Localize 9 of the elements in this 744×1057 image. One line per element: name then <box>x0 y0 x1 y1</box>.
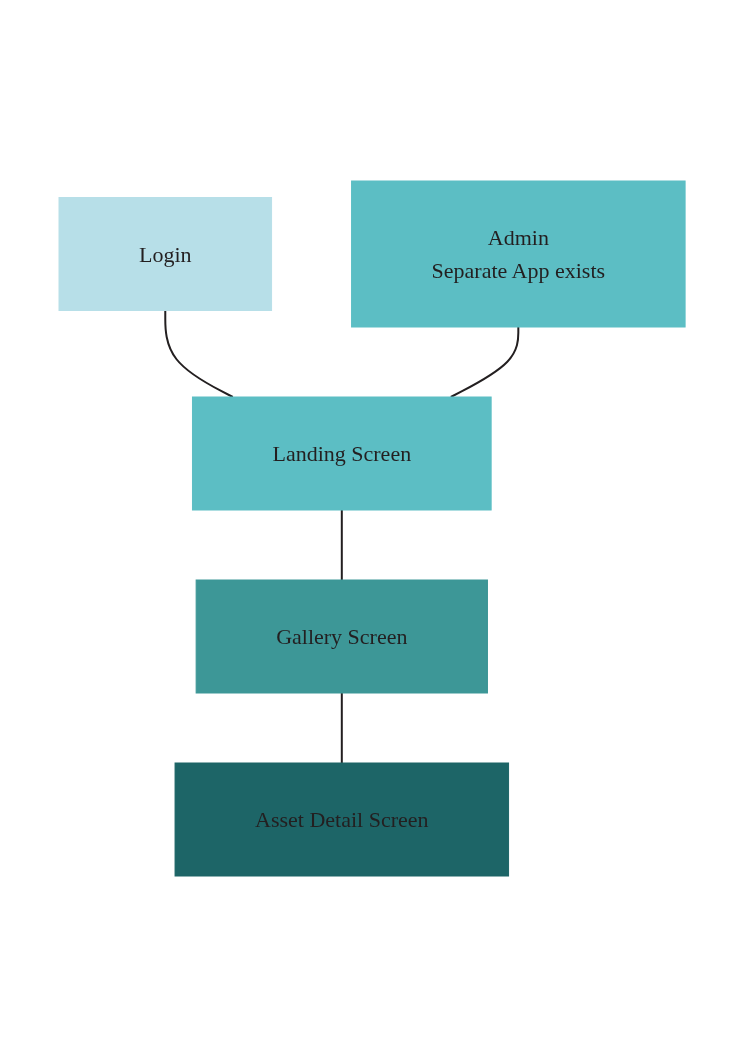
node-box: Admin Separate App exists <box>351 180 686 328</box>
node-box: Gallery Screen <box>195 579 488 694</box>
connector <box>340 692 343 764</box>
node-box: Asset Detail Screen <box>174 762 509 877</box>
node-box: Landing Screen <box>191 396 492 511</box>
connector <box>340 509 343 581</box>
node-box: Login <box>58 197 272 311</box>
connector <box>164 309 234 398</box>
connector <box>449 326 520 398</box>
